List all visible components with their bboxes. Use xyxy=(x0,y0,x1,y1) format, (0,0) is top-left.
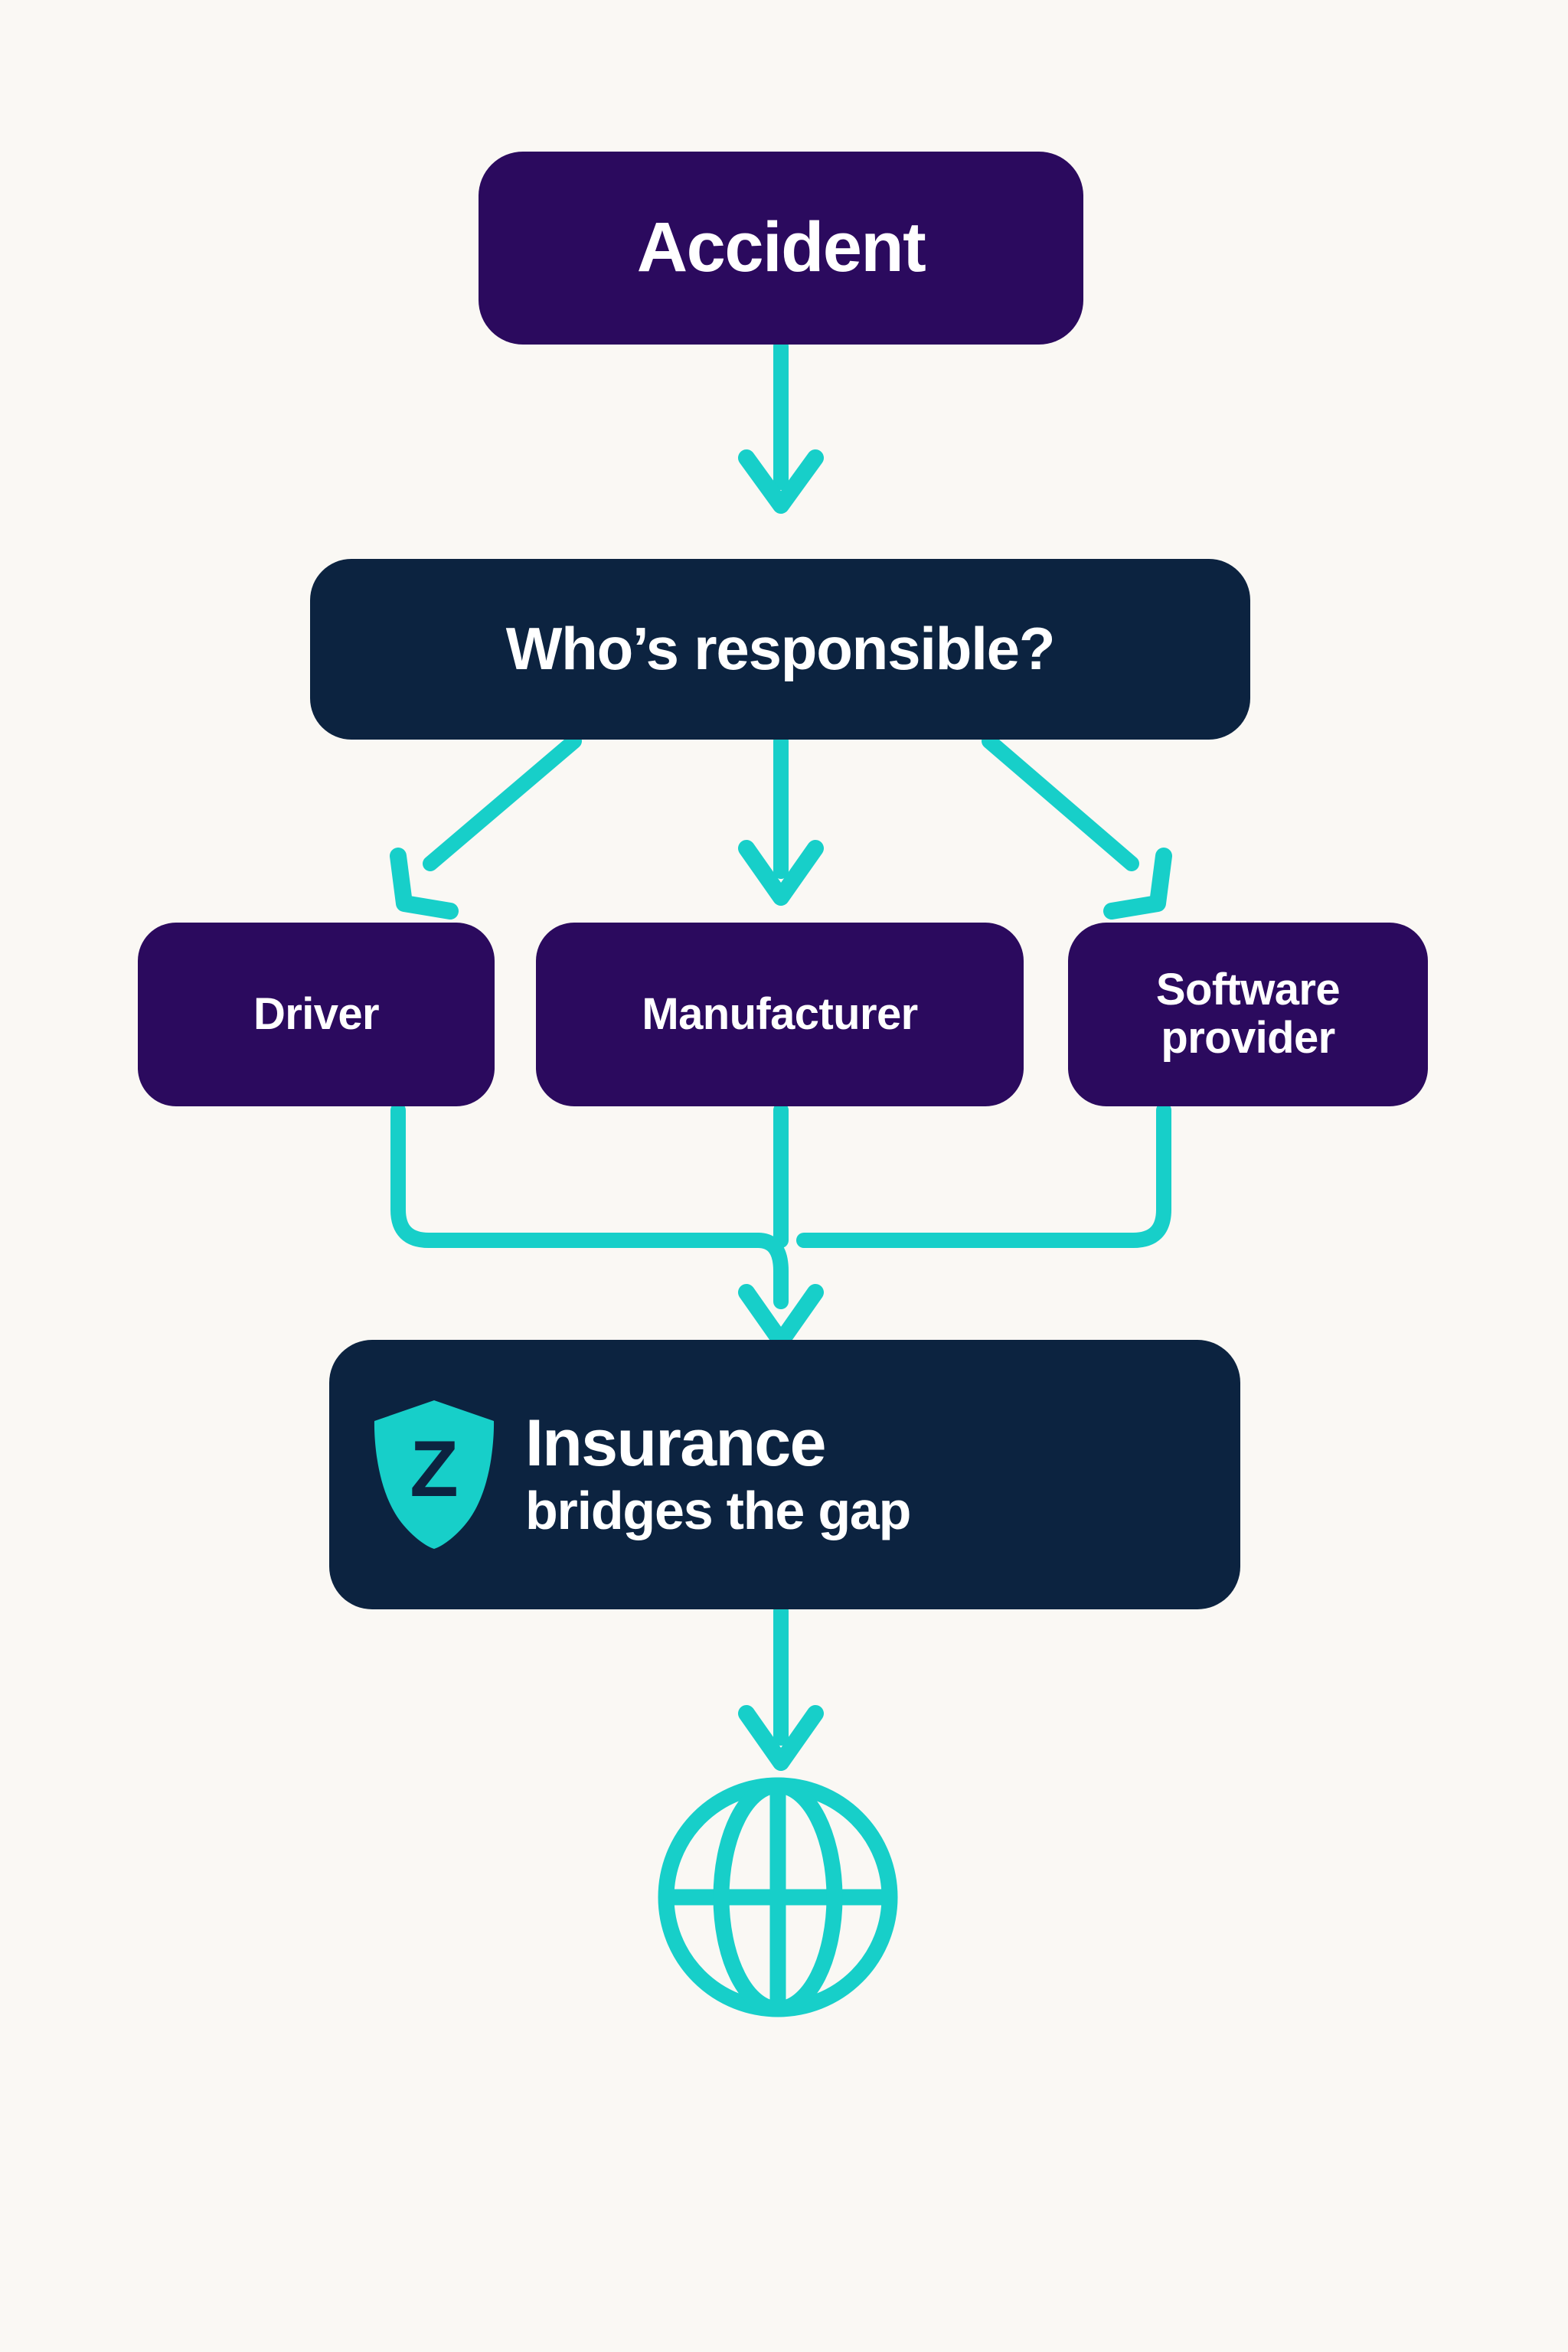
node-software-provider-label: Software provider xyxy=(1155,965,1341,1063)
edge-driver-to-merge xyxy=(390,1102,766,1248)
node-manufacturer-label: Manufacturer xyxy=(642,988,918,1039)
svg-text:Z: Z xyxy=(410,1425,459,1514)
edge-merge-to-insurance xyxy=(750,1233,789,1309)
shield-z-icon: Z xyxy=(369,1398,499,1551)
node-driver[interactable]: Driver xyxy=(138,923,495,1106)
node-who-is-responsible-label: Who’s responsible? xyxy=(505,615,1056,683)
node-who-is-responsible[interactable]: Who’s responsible? xyxy=(310,559,1250,740)
insurance-text-block: Insurance bridges the gap xyxy=(525,1406,911,1540)
globe-icon xyxy=(655,1775,900,2020)
node-insurance[interactable]: Z Insurance bridges the gap xyxy=(329,1340,1240,1609)
edge-insurance-to-globe-head xyxy=(738,1705,824,1771)
node-accident[interactable]: Accident xyxy=(479,152,1083,345)
edge-question-to-software xyxy=(982,733,1139,871)
edge-question-to-software-head xyxy=(1103,848,1172,920)
edge-question-to-driver-head xyxy=(390,848,459,920)
node-accident-label: Accident xyxy=(636,208,926,287)
node-driver-label: Driver xyxy=(253,988,380,1039)
edge-accident-to-question-head xyxy=(738,449,824,514)
edge-merge-to-insurance-head xyxy=(738,1284,824,1350)
edge-question-to-manufacturer-head xyxy=(738,840,824,906)
insurance-title: Insurance xyxy=(525,1406,826,1480)
edge-question-to-driver xyxy=(423,733,582,871)
edge-software-to-merge xyxy=(796,1102,1171,1248)
insurance-subtitle: bridges the gap xyxy=(525,1480,911,1540)
node-manufacturer[interactable]: Manufacturer xyxy=(536,923,1024,1106)
node-software-provider[interactable]: Software provider xyxy=(1068,923,1428,1106)
